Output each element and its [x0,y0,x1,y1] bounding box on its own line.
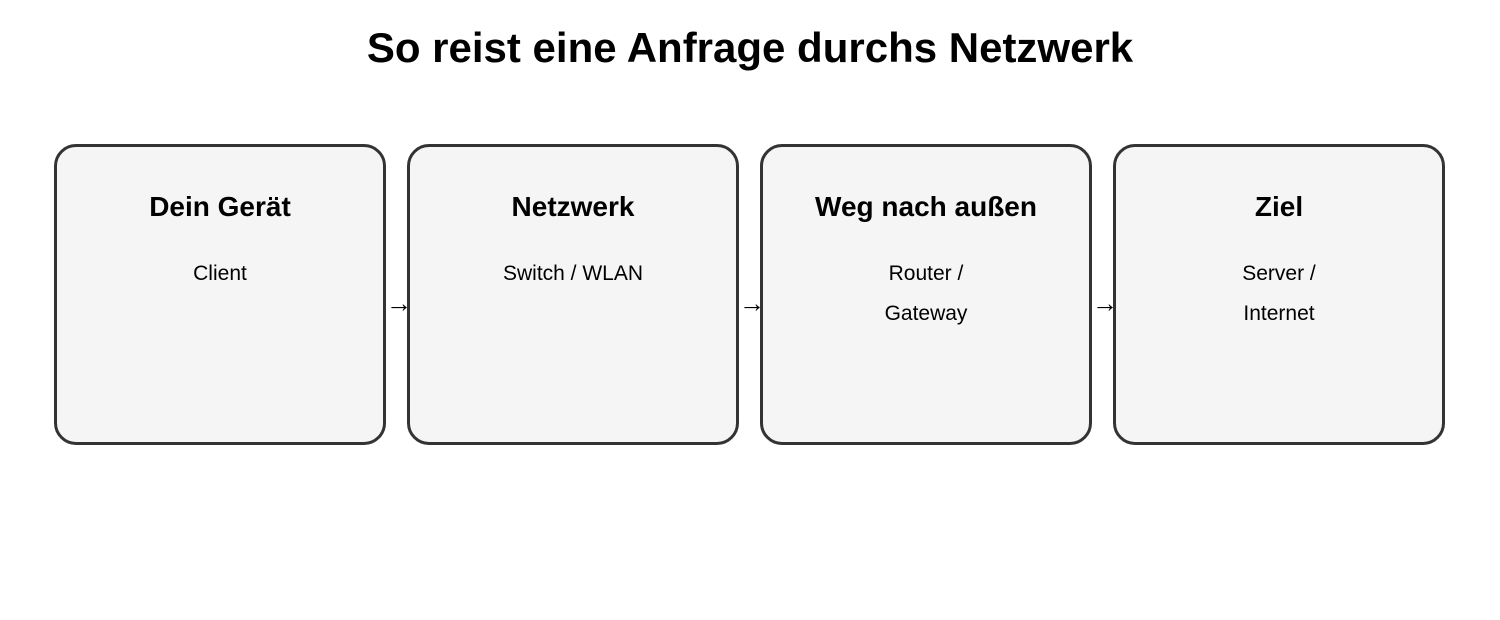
step-subtitle: Client [57,254,383,294]
step-box-network: Netzwerk Switch / WLAN [407,144,739,445]
step-title: Dein Gerät [149,191,291,222]
step-subtitle-line: Router / [888,262,964,285]
step-subtitle-line: Gateway [884,302,968,325]
step-subtitle: Router / Gateway [763,254,1089,334]
step-box-gateway: Weg nach außen Router / Gateway [760,144,1092,445]
step-box-client: Dein Gerät Client [54,144,386,445]
step-subtitle-line: Switch / WLAN [502,262,644,285]
diagram-title: So reist eine Anfrage durchs Netzwerk [366,24,1134,71]
step-subtitle: Server / Internet [1116,254,1442,334]
step-subtitle-line: Client [193,262,247,285]
step-title: Weg nach außen [815,191,1037,222]
step-subtitle-line: Server / [1242,262,1316,285]
step-title: Ziel [1254,191,1304,222]
step-title: Netzwerk [511,191,635,222]
step-box-destination: Ziel Server / Internet [1113,144,1445,445]
step-subtitle: Switch / WLAN [410,254,736,294]
step-subtitle-line: Internet [1243,302,1315,325]
